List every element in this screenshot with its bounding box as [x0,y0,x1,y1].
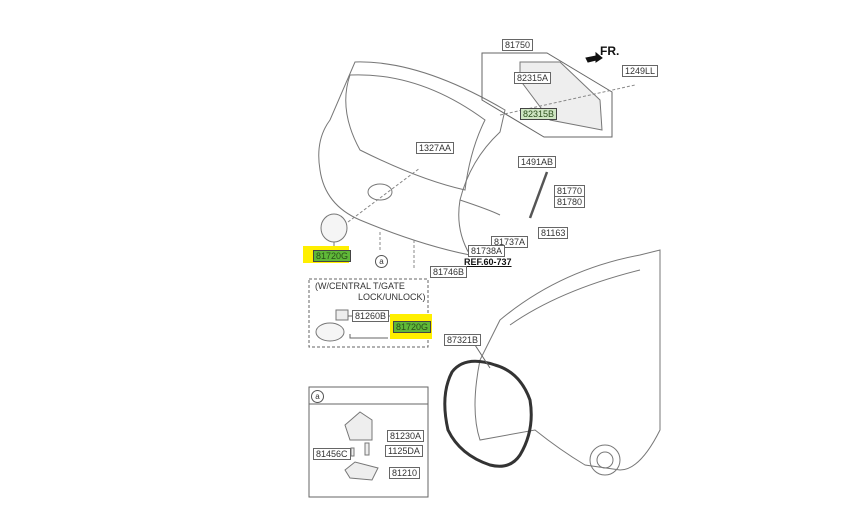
part-label-82315b[interactable]: 82315B [520,108,558,120]
part-label-81230a[interactable]: 81230A [387,430,425,442]
option-box-frame [308,278,429,348]
part-label-81260b[interactable]: 81260B [352,310,390,322]
option-box-line2: LOCK/UNLOCK) [358,292,426,302]
part-label-1125da[interactable]: 1125DA [385,445,423,457]
part-label-81746b[interactable]: 81746B [430,266,468,278]
weatherstrip-seal-drawing [443,359,533,468]
reference-label[interactable]: REF.60-737 [464,257,512,267]
part-label-1327aa[interactable]: 1327AA [416,142,455,154]
part-label-1491ab[interactable]: 1491AB [518,156,557,168]
part-label-81750[interactable]: 81750 [502,39,534,51]
front-direction-label: FR. [600,44,620,58]
detail-box-a-frame [308,386,429,498]
option-box-line1: (W/CENTRAL T/GATE [315,281,405,291]
part-label-81720g-2[interactable]: 81720G [393,321,432,333]
part-label-82315a[interactable]: 82315A [514,72,552,84]
part-label-81163[interactable]: 81163 [538,227,569,239]
part-label-81738a[interactable]: 81738A [468,245,506,257]
callout-marker-a: a [375,255,388,268]
part-label-81456c[interactable]: 81456C [313,448,351,460]
car-body-drawing [474,249,661,476]
part-label-81780[interactable]: 81780 [554,196,586,208]
part-label-87321b[interactable]: 87321B [444,334,482,346]
detail-box-a-marker: a [311,390,324,403]
part-label-81210[interactable]: 81210 [389,467,421,479]
part-label-1249ll[interactable]: 1249LL [622,65,659,77]
part-label-81720g[interactable]: 81720G [313,250,352,262]
